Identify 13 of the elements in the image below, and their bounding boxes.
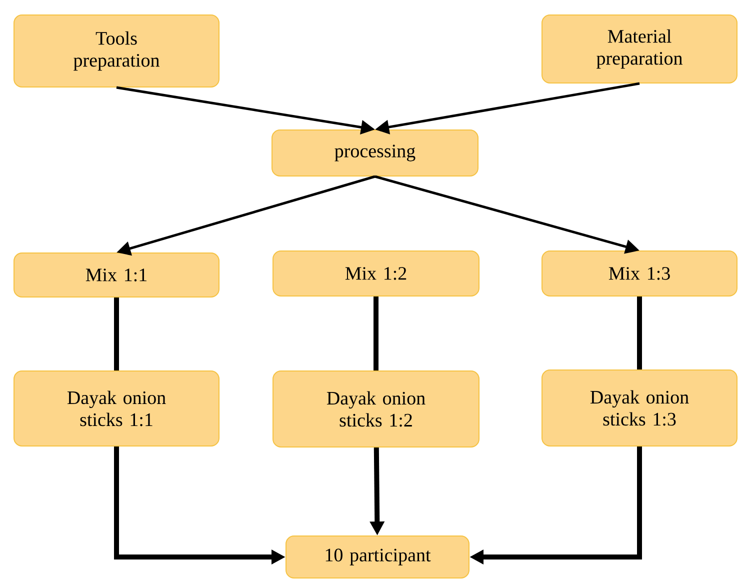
connector-line: [114, 298, 119, 370]
connector-line: [637, 296, 642, 370]
process-box: Mix 1:1: [14, 252, 220, 298]
process-box: 10 participant: [286, 536, 470, 578]
connector-line: [374, 296, 378, 370]
process-box: Material preparation: [542, 14, 738, 84]
process-box: Tools preparation: [14, 14, 220, 88]
process-box: processing: [272, 130, 478, 176]
process-box: Dayak onion sticks 1:1: [14, 370, 220, 446]
process-box: Mix 1:2: [272, 250, 480, 296]
process-box: Dayak onion sticks 1:3: [542, 370, 738, 446]
process-box: Dayak onion sticks 1:2: [272, 370, 480, 448]
process-box: Mix 1:3: [542, 250, 738, 296]
